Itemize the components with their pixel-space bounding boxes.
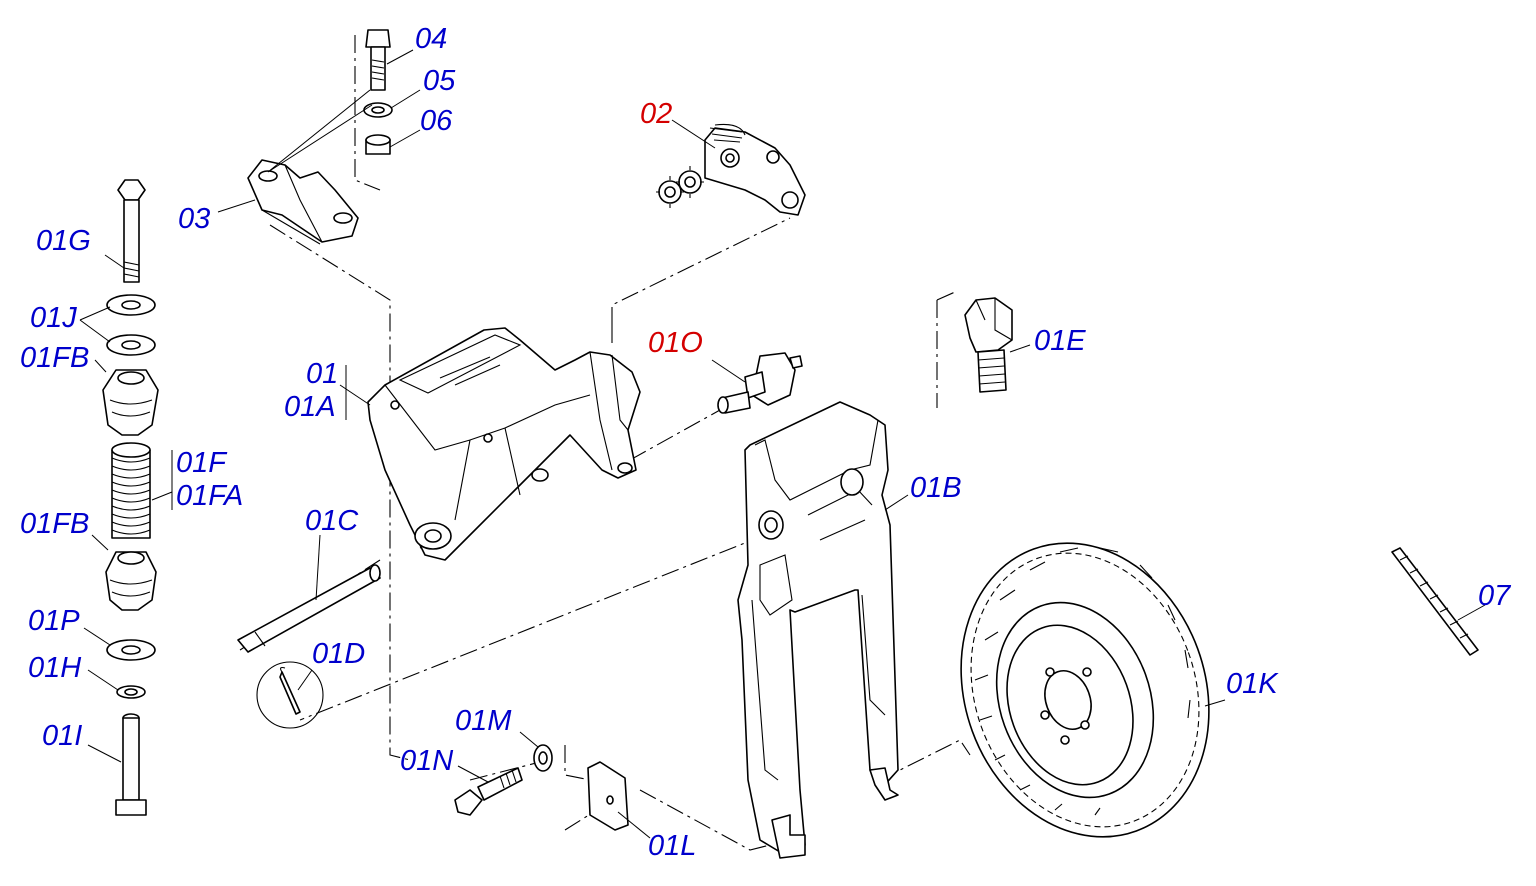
tensioner-assembly-02 <box>656 123 806 216</box>
washers-01J <box>106 294 156 356</box>
label-01FB-top[interactable]: 01FB <box>20 342 89 374</box>
fitting-01O <box>717 352 803 414</box>
bushing-01FB-bottom <box>105 551 157 611</box>
label-01K[interactable]: 01K <box>1226 668 1279 700</box>
bolt-01G <box>117 179 146 283</box>
label-01B[interactable]: 01B <box>910 472 962 504</box>
label-01L[interactable]: 01L <box>648 830 696 862</box>
label-04[interactable]: 04 <box>415 23 447 55</box>
label-01H[interactable]: 01H <box>28 652 81 684</box>
spring-01F <box>111 442 151 539</box>
bolt-04 <box>365 29 391 91</box>
label-01FA[interactable]: 01FA <box>176 480 243 512</box>
nut-06 <box>365 134 391 155</box>
washer-01P <box>106 639 156 661</box>
bolt-01N <box>454 767 523 816</box>
washer-01M <box>533 744 553 772</box>
part-labels: 04 05 06 03 02 01 01A 01O 01E 01B 01G 01… <box>20 23 1512 862</box>
wheel-01K <box>960 542 1210 838</box>
label-01O[interactable]: 01O <box>648 327 703 359</box>
label-05[interactable]: 05 <box>423 65 456 97</box>
wheel-fork-01B <box>737 401 899 859</box>
label-01[interactable]: 01 <box>306 358 338 390</box>
label-01A[interactable]: 01A <box>284 391 336 423</box>
bracket-03 <box>247 159 359 245</box>
plate-01L <box>587 761 629 831</box>
label-03[interactable]: 03 <box>178 203 210 235</box>
label-01P[interactable]: 01P <box>28 605 80 637</box>
label-06[interactable]: 06 <box>420 105 453 137</box>
label-01F[interactable]: 01F <box>176 447 228 479</box>
label-01D[interactable]: 01D <box>312 638 365 670</box>
label-01I[interactable]: 01I <box>42 720 82 752</box>
cotter-pin-01D <box>256 661 324 729</box>
washer-01H <box>116 685 146 699</box>
shaft-01C <box>237 564 381 653</box>
label-01FB-bottom[interactable]: 01FB <box>20 508 89 540</box>
leader-lines <box>79 49 1486 839</box>
label-01J[interactable]: 01J <box>30 302 77 334</box>
label-07[interactable]: 07 <box>1478 580 1512 612</box>
label-01E[interactable]: 01E <box>1034 325 1086 357</box>
label-01N[interactable]: 01N <box>400 745 453 777</box>
bushing-01FB-top <box>102 369 159 436</box>
label-01M[interactable]: 01M <box>455 705 512 737</box>
label-01G[interactable]: 01G <box>36 225 91 257</box>
pin-01I <box>115 713 147 816</box>
washer-05 <box>363 102 393 118</box>
main-frame-01 <box>367 327 641 561</box>
grease-fitting-01E <box>964 297 1013 393</box>
label-02[interactable]: 02 <box>640 98 672 130</box>
chain-07 <box>1391 547 1479 656</box>
label-01C[interactable]: 01C <box>305 505 359 537</box>
